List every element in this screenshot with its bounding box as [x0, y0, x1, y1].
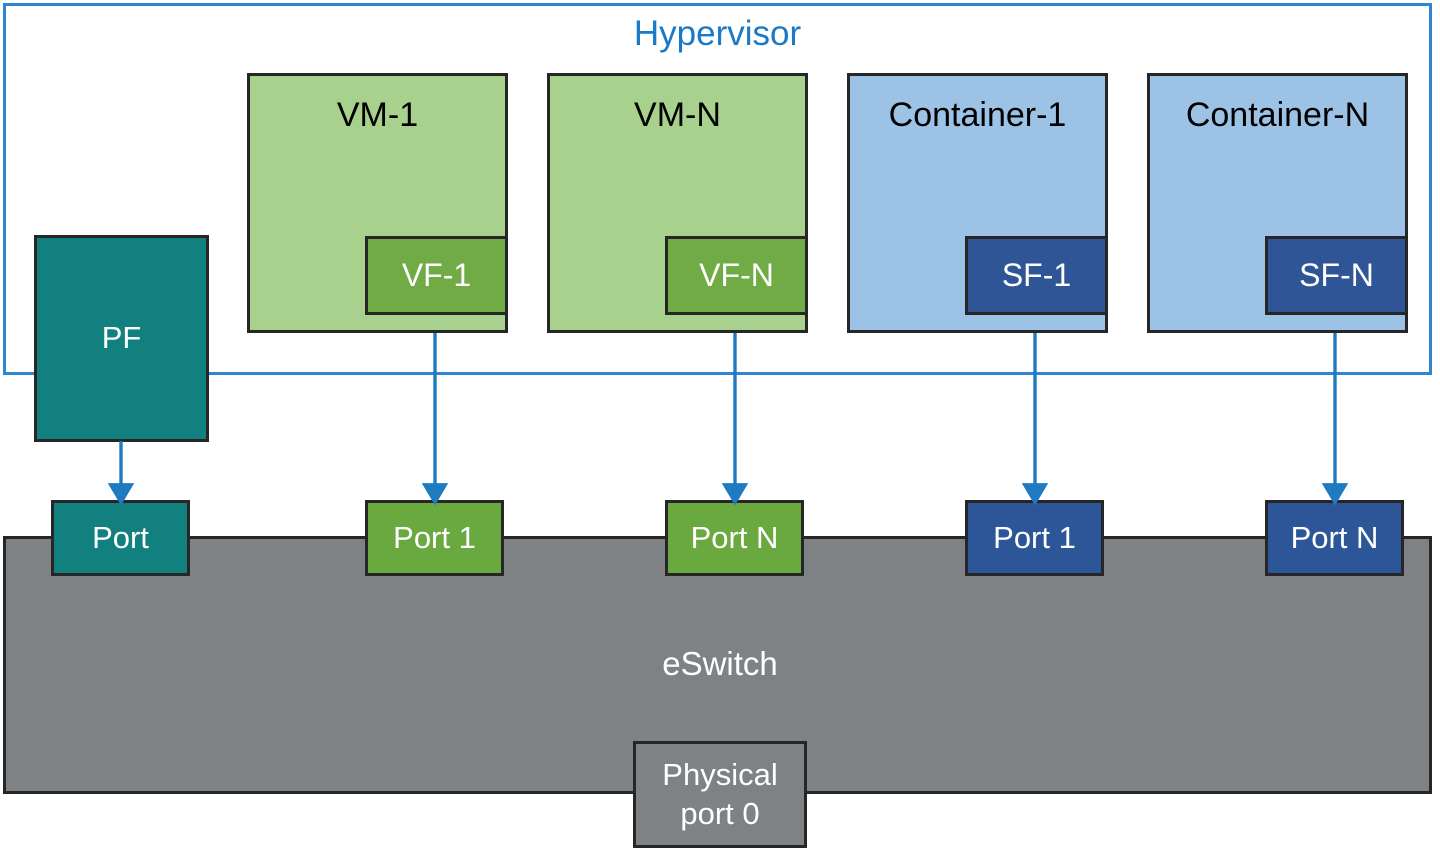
function-box-vf-n: VF-N: [665, 236, 808, 315]
physical-port-box: Physical port 0: [633, 741, 807, 848]
port-tile-sf-1: Port 1: [965, 500, 1104, 576]
guest-label: Container-1: [888, 96, 1067, 134]
hypervisor-boundary: [3, 3, 1432, 375]
function-box-vf-1: VF-1: [365, 236, 508, 315]
eswitch-label: eSwitch: [662, 645, 778, 682]
guest-label: VM-1: [336, 96, 419, 134]
guest-label: VM-N: [634, 96, 721, 134]
function-box-sf-n: SF-N: [1265, 236, 1408, 315]
guest-label: Container-N: [1185, 96, 1370, 134]
hypervisor-title: Hypervisor: [633, 14, 802, 53]
port-tile-sf-n: Port N: [1265, 500, 1404, 576]
pf-box: PF: [34, 235, 209, 442]
port-tile-vf-n: Port N: [665, 500, 804, 576]
function-box-sf-1: SF-1: [965, 236, 1108, 315]
port-tile-vf-1: Port 1: [365, 500, 504, 576]
port-tile-pf: Port: [51, 500, 190, 576]
